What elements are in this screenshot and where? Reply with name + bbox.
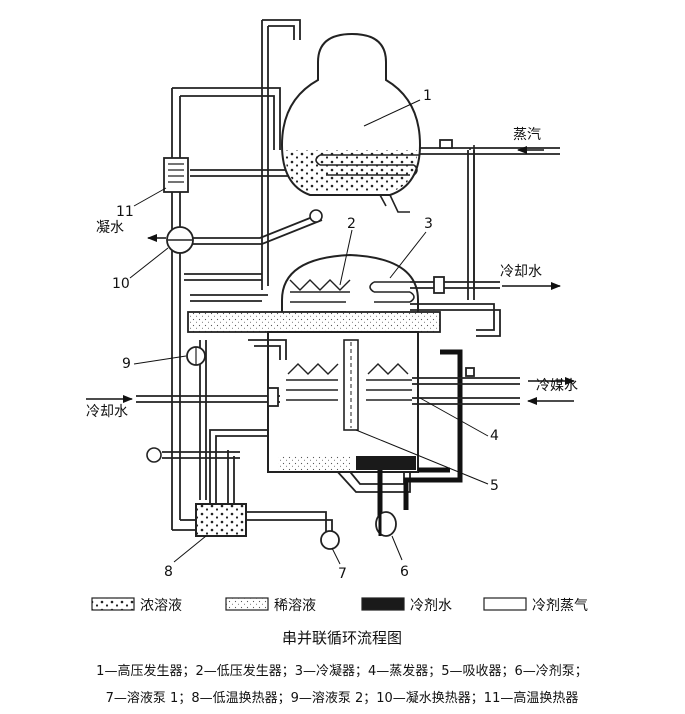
cooling-water-upper-label: 冷却水 <box>500 264 542 280</box>
drain-valve-icon <box>146 447 162 463</box>
cooling-water-upper-line <box>410 276 501 337</box>
refrigerant-water-line <box>403 349 463 510</box>
component-number: 4 <box>490 428 499 444</box>
low-temp-heat-exchanger <box>195 503 247 537</box>
condensate-label: 凝水 <box>96 220 124 236</box>
component-number: 10 <box>112 276 130 292</box>
component-number: 11 <box>116 204 134 220</box>
component-numbers: 1 2 3 4 5 6 7 8 9 10 11 <box>112 88 499 582</box>
legend-item-refrigerant-water: 冷剂水 <box>361 597 452 614</box>
legend-item-dilute: 稀溶液 <box>225 597 316 614</box>
steam-line <box>420 139 560 290</box>
component-number: 5 <box>490 478 499 494</box>
refrigerant-pump <box>375 511 397 537</box>
legend-item-refrigerant-vapor: 冷剂蒸气 <box>483 597 588 614</box>
caption-line-2: 7—溶液泵 1；8—低温换热器；9—溶液泵 2；10—凝水换热器；11—高温换热… <box>106 690 579 706</box>
evaporator-absorber-shell <box>187 311 441 473</box>
component-number: 2 <box>347 216 356 232</box>
refrigerant-water-swatch <box>361 597 405 611</box>
component-number: 1 <box>423 88 432 104</box>
legend-label: 稀溶液 <box>274 598 316 614</box>
legend-label: 冷剂蒸气 <box>532 598 588 614</box>
concentrated-swatch <box>91 597 135 611</box>
cooling-water-lower-label: 冷却水 <box>86 404 128 420</box>
figure-title: 串并联循环流程图 <box>282 629 402 647</box>
steam-label: 蒸汽 <box>513 127 541 143</box>
low-pressure-generator-and-condenser <box>281 253 419 321</box>
valve-icon <box>309 209 323 223</box>
solution-pump-1 <box>320 530 340 550</box>
component-number: 3 <box>424 216 433 232</box>
high-temp-heat-exchanger <box>163 157 189 193</box>
callouts <box>129 99 489 565</box>
dilute-swatch <box>225 597 269 611</box>
chilled-water-lines <box>412 367 520 405</box>
component-number: 9 <box>122 356 131 372</box>
component-number: 8 <box>164 564 173 580</box>
legend-label: 冷剂水 <box>410 598 452 614</box>
legend-label: 浓溶液 <box>140 598 182 614</box>
caption-line-1: 1—高压发生器；2—低压发生器；3—冷凝器；4—蒸发器；5—吸收器；6—冷剂泵； <box>96 663 588 679</box>
refrigerant-vapor-swatch <box>483 597 527 611</box>
cooling-water-lower-line <box>136 339 287 407</box>
condensate-heat-exchanger <box>166 226 194 254</box>
legend: 浓溶液 稀溶液 冷剂水 冷剂蒸气 <box>91 597 588 614</box>
component-number: 7 <box>338 566 347 582</box>
component-number: 6 <box>400 564 409 580</box>
solution-pump-2 <box>186 346 206 366</box>
legend-item-concentrated: 浓溶液 <box>91 597 182 614</box>
high-pressure-generator <box>280 32 422 213</box>
